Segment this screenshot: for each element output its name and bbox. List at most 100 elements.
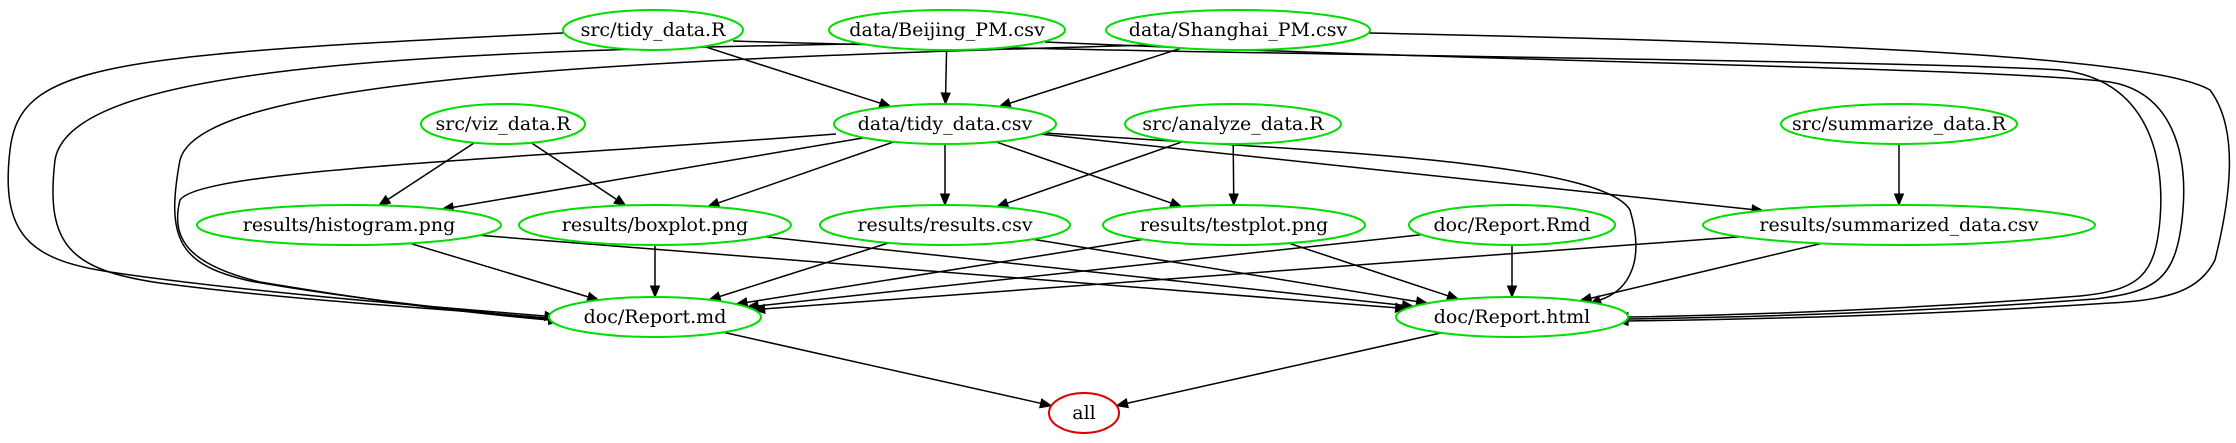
node-data-shanghai-pm-csv[interactable]: data/Shanghai_PM.csv <box>1105 9 1371 51</box>
node-doc-report-md[interactable]: doc/Report.md <box>548 296 762 338</box>
edge-beijing-to-report-html <box>1044 41 2185 325</box>
node-src-tidy-data-r[interactable]: src/tidy_data.R <box>562 9 744 51</box>
edge-arrowhead <box>1039 398 1053 409</box>
edge-src-tidy-to-report-html <box>732 40 2162 323</box>
edge-shanghai-to-tidy-csv <box>998 47 1182 109</box>
edge-summarized-to-report-md <box>752 235 1741 315</box>
edge-boxplot-to-report-md <box>649 245 661 299</box>
node-label: src/summarize_data.R <box>1792 113 2007 135</box>
edge-tidy-csv-to-boxplot <box>706 141 895 208</box>
edge-shanghai-to-report-html <box>1368 32 2231 327</box>
node-label: doc/Report.html <box>1434 306 1591 328</box>
node-label: data/Beijing_PM.csv <box>849 19 1045 41</box>
node-ellipse <box>1702 204 2096 246</box>
edge-analyze-to-testplot <box>1228 143 1239 207</box>
edge-arrowhead <box>377 194 392 207</box>
edge-line <box>718 141 895 204</box>
edge-line <box>1590 242 1822 299</box>
edge-line <box>387 142 475 200</box>
edge-testplot-to-report-md <box>734 238 1144 308</box>
node-label: results/boxplot.png <box>562 214 748 236</box>
node-results-summarized-data-csv[interactable]: results/summarized_data.csv <box>1702 204 2096 246</box>
edge-line <box>719 242 889 298</box>
edge-line <box>746 238 1144 304</box>
node-results-histogram-png[interactable]: results/histogram.png <box>196 204 502 246</box>
node-src-analyze-data-r[interactable]: src/analyze_data.R <box>1124 103 1342 145</box>
edge-line <box>944 49 948 94</box>
edge-line <box>995 141 1172 204</box>
node-results-results-csv[interactable]: results/results.csv <box>819 204 1071 246</box>
edge-line <box>173 44 1153 320</box>
edge-arrowhead <box>1893 193 1905 207</box>
edge-line <box>703 45 881 104</box>
edge-arrowhead <box>939 193 951 207</box>
node-doc-report-rmd[interactable]: doc/Report.Rmd <box>1408 204 1616 246</box>
edge-report-rmd-to-report-html <box>1506 245 1518 299</box>
edge-histogram-to-report-md <box>409 242 600 302</box>
edge-tidy-csv-to-results-csv <box>939 144 951 207</box>
edge-arrowhead <box>1506 285 1518 299</box>
edge-line <box>52 43 856 319</box>
node-label: results/testplot.png <box>1140 214 1328 236</box>
node-results-testplot-png[interactable]: results/testplot.png <box>1102 204 1366 246</box>
node-ellipse <box>1395 296 1629 338</box>
edge-beijing-to-tidy-csv <box>940 49 951 106</box>
node-label: data/Shanghai_PM.csv <box>1129 19 1348 41</box>
node-ellipse <box>1105 9 1371 51</box>
nodes-layer: src/tidy_data.R data/Beijing_PM.csv data… <box>196 9 2096 434</box>
node-data-beijing-pm-csv[interactable]: data/Beijing_PM.csv <box>828 9 1066 51</box>
node-ellipse <box>1124 103 1342 145</box>
node-ellipse <box>833 103 1057 145</box>
node-label: doc/Report.md <box>584 306 727 328</box>
edge-arrowhead <box>1228 193 1239 207</box>
edge-line <box>1368 32 2231 322</box>
edge-report-html-to-all <box>1115 332 1442 409</box>
edge-line <box>1044 41 2185 320</box>
edge-arrowhead <box>613 194 627 207</box>
node-label: data/tidy_data.csv <box>858 113 1033 135</box>
node-label: src/tidy_data.R <box>581 19 726 41</box>
node-ellipse <box>562 9 744 51</box>
edge-line <box>409 242 589 298</box>
node-all-target[interactable]: all <box>1048 392 1120 434</box>
node-src-summarize-data-r[interactable]: src/summarize_data.R <box>1780 103 2018 145</box>
node-ellipse <box>819 204 1071 246</box>
edge-line <box>1288 242 1449 297</box>
node-label: src/analyze_data.R <box>1142 113 1324 135</box>
edge-line <box>1127 332 1442 405</box>
edge-arrowhead <box>940 92 951 106</box>
edge-line <box>7 32 564 317</box>
edge-viz-to-histogram <box>377 142 475 207</box>
node-results-boxplot-png[interactable]: results/boxplot.png <box>518 204 792 246</box>
edge-src-tidy-to-tidy-csv <box>703 45 893 109</box>
edge-testplot-to-report-html <box>1288 242 1460 301</box>
node-ellipse <box>1408 204 1616 246</box>
edge-results-csv-to-report-md <box>707 242 889 302</box>
edge-line <box>1040 133 1753 211</box>
node-src-viz-data-r[interactable]: src/viz_data.R <box>420 103 586 145</box>
edge-line <box>732 40 2162 318</box>
node-ellipse <box>420 103 586 145</box>
edge-shanghai-to-report-md <box>173 44 1153 325</box>
edge-arrowhead <box>649 285 661 299</box>
edge-tidy-csv-to-summarized <box>1040 133 1765 215</box>
node-label: doc/Report.Rmd <box>1433 214 1590 236</box>
edge-line <box>757 233 1422 307</box>
node-label: all <box>1072 402 1095 424</box>
edge-line <box>1007 140 1183 204</box>
node-ellipse <box>548 296 762 338</box>
node-label: results/results.csv <box>857 214 1032 236</box>
edge-line <box>176 133 837 321</box>
node-ellipse <box>518 204 792 246</box>
node-data-tidy-data-csv[interactable]: data/tidy_data.csv <box>833 103 1057 145</box>
edge-line <box>723 331 1041 405</box>
node-ellipse <box>1102 204 1366 246</box>
edge-line <box>1009 47 1182 104</box>
edge-arrowhead <box>752 303 766 315</box>
edge-line <box>764 235 1741 310</box>
edge-summarize-to-summarized <box>1893 144 1905 207</box>
node-ellipse <box>828 9 1066 51</box>
node-doc-report-html[interactable]: doc/Report.html <box>1395 296 1629 338</box>
edge-line <box>530 142 617 201</box>
